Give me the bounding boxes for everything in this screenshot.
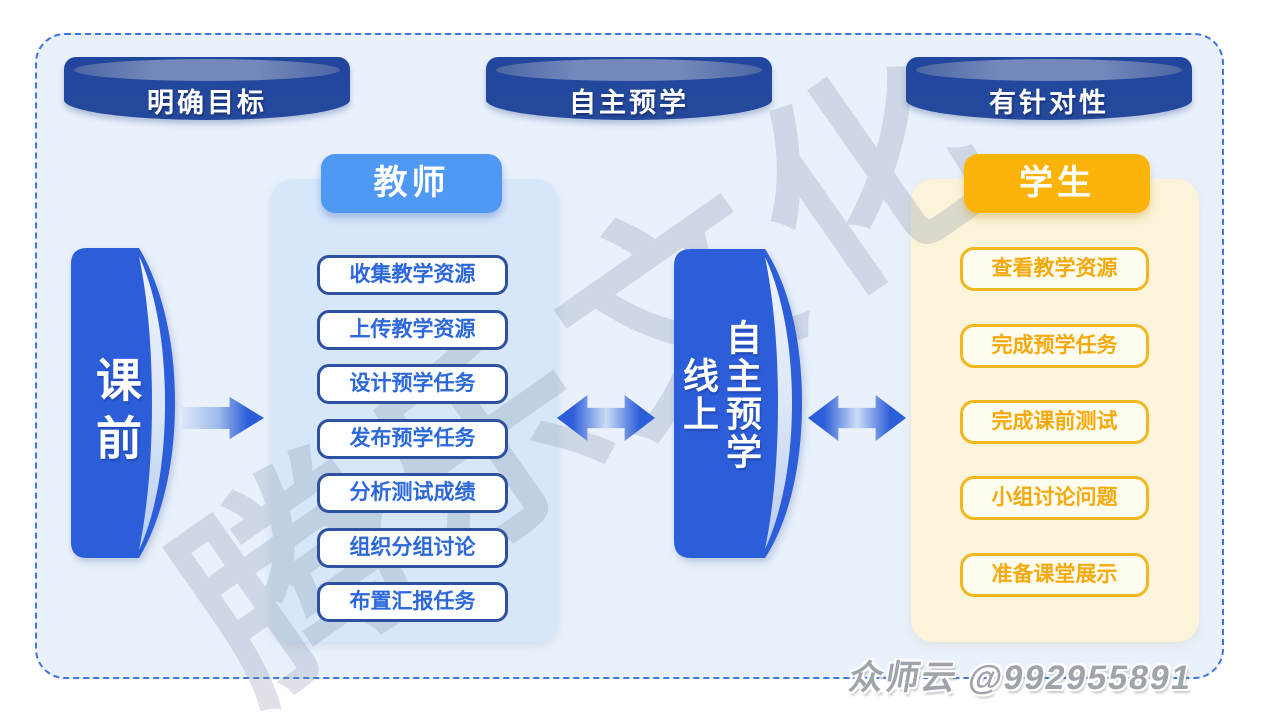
credit-watermark: 众师云 @992955891 <box>846 659 1196 697</box>
stage-cylinder-before-class: 课前 <box>67 246 178 560</box>
student-task-item: 准备课堂展示 <box>960 553 1149 597</box>
banner-cylinder-top-face <box>916 59 1182 81</box>
teacher-task-item: 发布预学任务 <box>317 419 508 459</box>
student-task-item: 小组讨论问题 <box>960 476 1149 520</box>
banner-cylinder-top-face <box>74 59 340 81</box>
stage-label: 课前 <box>90 356 142 472</box>
banner-label: 有针对性 <box>989 88 1109 118</box>
teacher-task-item: 布置汇报任务 <box>317 582 508 622</box>
platform-cylinder-online-prelearning: 自主预学 线上 <box>669 247 805 560</box>
banner-label: 自主预学 <box>569 88 689 118</box>
teacher-role-label: 教师 <box>321 154 502 213</box>
banner-clear-goals: 明确目标 <box>64 57 350 120</box>
banner-self-prelearning: 自主预学 <box>486 57 772 120</box>
teacher-task-item: 组织分组讨论 <box>317 528 508 568</box>
teacher-task-item: 上传教学资源 <box>317 310 508 350</box>
teacher-task-item: 分析测试成绩 <box>317 473 508 513</box>
banner-label: 明确目标 <box>147 88 267 118</box>
banner-cylinder-top-face <box>496 59 762 81</box>
student-task-item: 完成预学任务 <box>960 324 1149 368</box>
teacher-task-item: 设计预学任务 <box>317 364 508 404</box>
student-role-label: 学生 <box>964 154 1150 213</box>
banner-targeted: 有针对性 <box>906 57 1192 120</box>
platform-label-main: 自主预学 <box>721 319 762 471</box>
student-task-item: 查看教学资源 <box>960 247 1149 291</box>
platform-label-online: 线上 <box>678 357 719 433</box>
teacher-panel <box>271 179 558 642</box>
cylinder-cap-highlight <box>139 256 165 550</box>
student-task-item: 完成课前测试 <box>960 400 1149 444</box>
teacher-task-item: 收集教学资源 <box>317 255 508 295</box>
cylinder-body-shape <box>674 249 802 558</box>
cylinder-cap-highlight <box>765 257 792 549</box>
